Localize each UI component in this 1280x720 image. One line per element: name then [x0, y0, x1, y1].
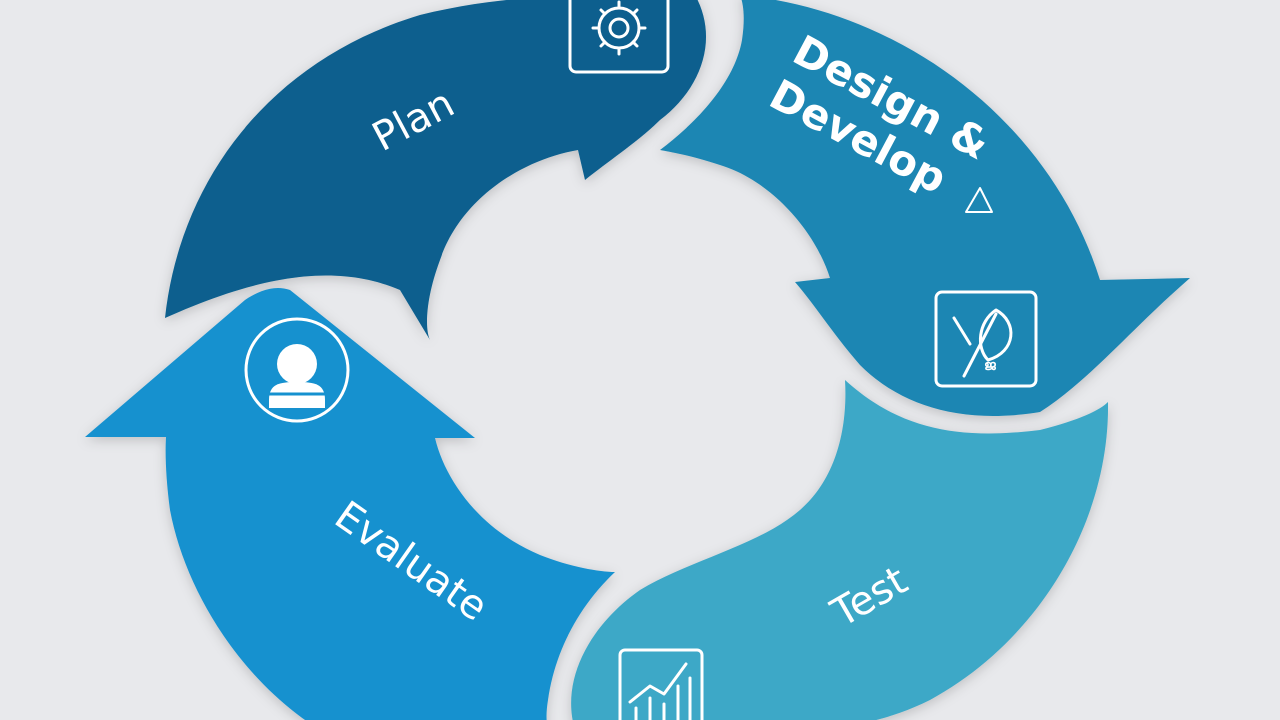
evaluate-arrow	[85, 288, 615, 720]
stage-test	[571, 380, 1109, 720]
small-shape-icon	[965, 187, 993, 213]
plan-arrow	[165, 0, 707, 340]
leaf-icon-caption: ജ	[984, 358, 997, 374]
gear-icon	[568, 0, 670, 74]
design-arrow	[660, 0, 1190, 416]
test-arrow	[571, 380, 1109, 720]
user-icon	[244, 317, 350, 423]
bar-chart-icon	[618, 648, 704, 720]
stage-plan	[165, 0, 707, 340]
stage-evaluate	[85, 288, 615, 720]
leaf-icon: ജ	[934, 290, 1038, 388]
stage-design	[660, 0, 1190, 416]
